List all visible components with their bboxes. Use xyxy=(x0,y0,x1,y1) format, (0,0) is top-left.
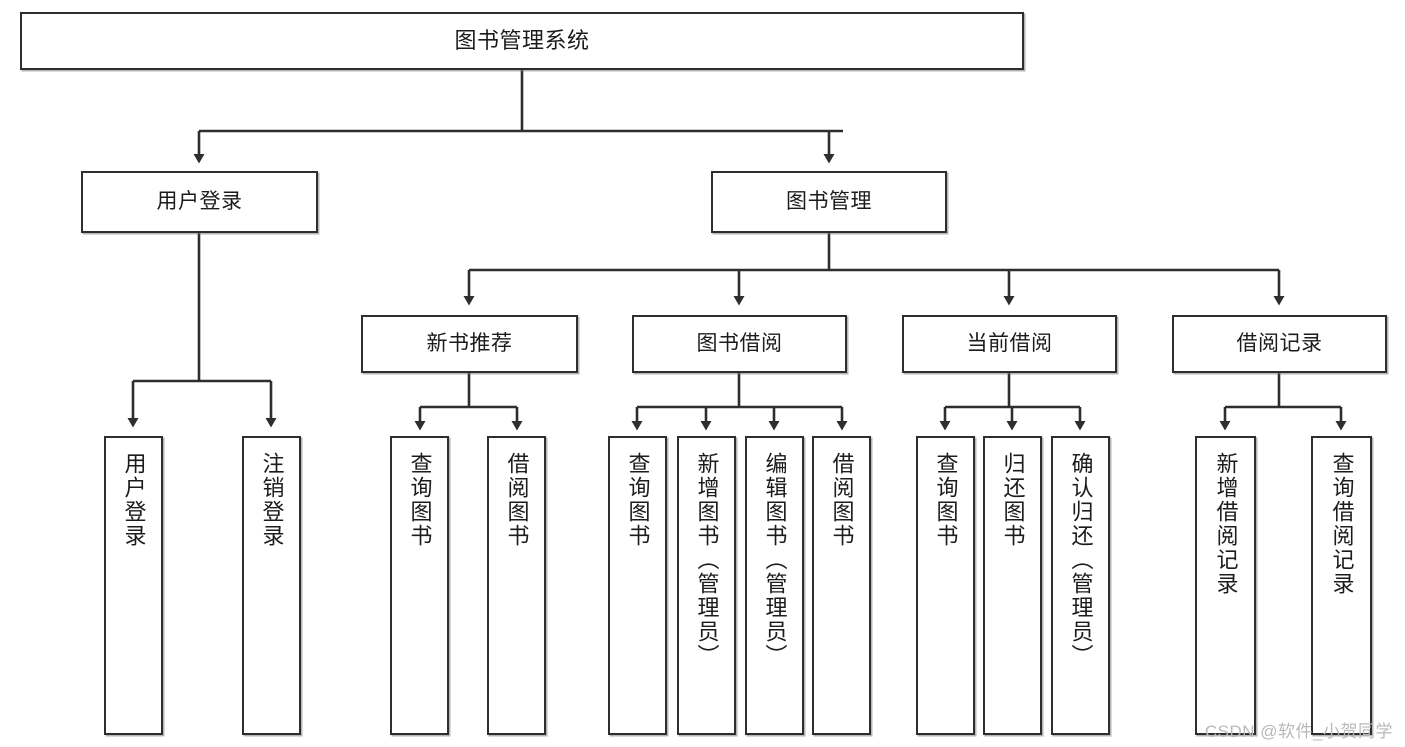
leaf-return-book[interactable]: 归还图书 xyxy=(983,436,1042,735)
node-label: 归还图书 xyxy=(1000,452,1026,548)
node-label: 图书管理系统 xyxy=(454,27,590,53)
leaf-borrow-book-1[interactable]: 借阅图书 xyxy=(487,436,546,735)
leaf-query-book-3[interactable]: 查询图书 xyxy=(916,436,975,735)
node-label: 确认归还（管理员） xyxy=(1068,452,1094,668)
node-label: 用户登录 xyxy=(121,452,147,548)
node-label: 借阅图书 xyxy=(829,452,855,548)
leaf-add-book[interactable]: 新增图书（管理员） xyxy=(677,436,736,735)
node-label: 借阅图书 xyxy=(504,452,530,548)
leaf-query-book-1[interactable]: 查询图书 xyxy=(390,436,449,735)
node-root-system[interactable]: 图书管理系统 xyxy=(20,12,1024,70)
node-label: 新书推荐 xyxy=(426,332,513,356)
leaf-query-borrow-record[interactable]: 查询借阅记录 xyxy=(1311,436,1372,735)
node-new-book-recommend[interactable]: 新书推荐 xyxy=(361,315,578,373)
node-borrow-record[interactable]: 借阅记录 xyxy=(1172,315,1387,373)
node-label: 图书管理 xyxy=(786,190,872,214)
node-label: 图书借阅 xyxy=(696,332,783,356)
leaf-add-borrow-record[interactable]: 新增借阅记录 xyxy=(1195,436,1256,735)
leaf-query-book-2[interactable]: 查询图书 xyxy=(608,436,667,735)
leaf-logout[interactable]: 注销登录 xyxy=(242,436,301,735)
leaf-user-login[interactable]: 用户登录 xyxy=(104,436,163,735)
node-label: 查询图书 xyxy=(933,452,959,548)
node-label: 查询图书 xyxy=(625,452,651,548)
node-book-management[interactable]: 图书管理 xyxy=(711,171,947,233)
leaf-borrow-book-2[interactable]: 借阅图书 xyxy=(812,436,871,735)
leaf-edit-book[interactable]: 编辑图书（管理员） xyxy=(745,436,804,735)
node-current-borrow[interactable]: 当前借阅 xyxy=(902,315,1117,373)
node-label: 注销登录 xyxy=(259,452,285,548)
node-user-login[interactable]: 用户登录 xyxy=(81,171,318,233)
leaf-confirm-return[interactable]: 确认归还（管理员） xyxy=(1051,436,1110,735)
node-label: 新增图书（管理员） xyxy=(694,452,720,668)
node-book-borrow[interactable]: 图书借阅 xyxy=(632,315,847,373)
node-label: 查询图书 xyxy=(407,452,433,548)
node-label: 用户登录 xyxy=(156,190,243,214)
node-label: 新增借阅记录 xyxy=(1213,452,1239,596)
node-label: 当前借阅 xyxy=(966,332,1053,356)
csdn-watermark: CSDN @软件_小贺同学 xyxy=(1204,722,1393,741)
node-label: 编辑图书（管理员） xyxy=(762,452,788,668)
node-label: 借阅记录 xyxy=(1236,332,1323,356)
node-label: 查询借阅记录 xyxy=(1329,452,1355,596)
